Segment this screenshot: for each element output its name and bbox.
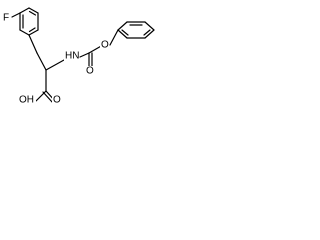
fluorine-label: F: [3, 13, 9, 24]
ester-oxygen-bg: [100, 40, 110, 50]
ring-bond-4: [19, 29, 30, 36]
acid-co-double-bond: [42, 91, 54, 104]
alpha-n-bond: [45, 59, 65, 71]
ring-bond-3: [28, 29, 39, 36]
carbamate-carbonyl-oxygen-bg: [85, 66, 95, 76]
ring-bond-1: [28, 7, 39, 14]
alpha-carbon-bond: [36, 52, 47, 71]
fluorine-label-bg: [2, 13, 10, 23]
molecule-diagram: F O OH HN O O: [0, 0, 176, 112]
ester-oxygen-label: O: [101, 40, 109, 51]
benzyl-ring-bond-3: [144, 21, 155, 31]
benzyl-double-bond-2: [143, 29, 151, 36]
benzyl-ring-bond-4: [144, 29, 155, 39]
hydroxyl-bg: [18, 95, 36, 105]
ring-double-bond-1: [28, 10, 37, 16]
ring-bond-6: [19, 7, 30, 14]
hydroxyl-label: OH: [19, 95, 34, 106]
fluorophenyl-ring: [19, 7, 39, 36]
molecule-structure-svg: F O OH HN O O: [2, 7, 155, 106]
acid-carbonyl-oxygen-label: O: [53, 95, 61, 106]
n-carbonyl-bond: [79, 52, 90, 58]
ring-double-bond-2: [28, 27, 36, 33]
acid-oh-bond: [35, 90, 47, 102]
benzyl-ring-bond-6: [117, 29, 128, 39]
carbamate-carbonyl-oxygen-label: O: [86, 66, 94, 77]
nh-bg: [64, 51, 80, 61]
benzylic-bond: [28, 34, 38, 54]
benzyl-double-bond-3: [121, 29, 129, 36]
nh-label: HN: [65, 51, 79, 62]
benzyl-ring: [117, 21, 155, 39]
benzyl-methylene-bond: [109, 29, 119, 46]
benzyl-ring-bond-1: [117, 21, 128, 31]
fluoro-bond: [11, 12, 21, 18]
acid-oxygen-bg: [52, 95, 60, 105]
